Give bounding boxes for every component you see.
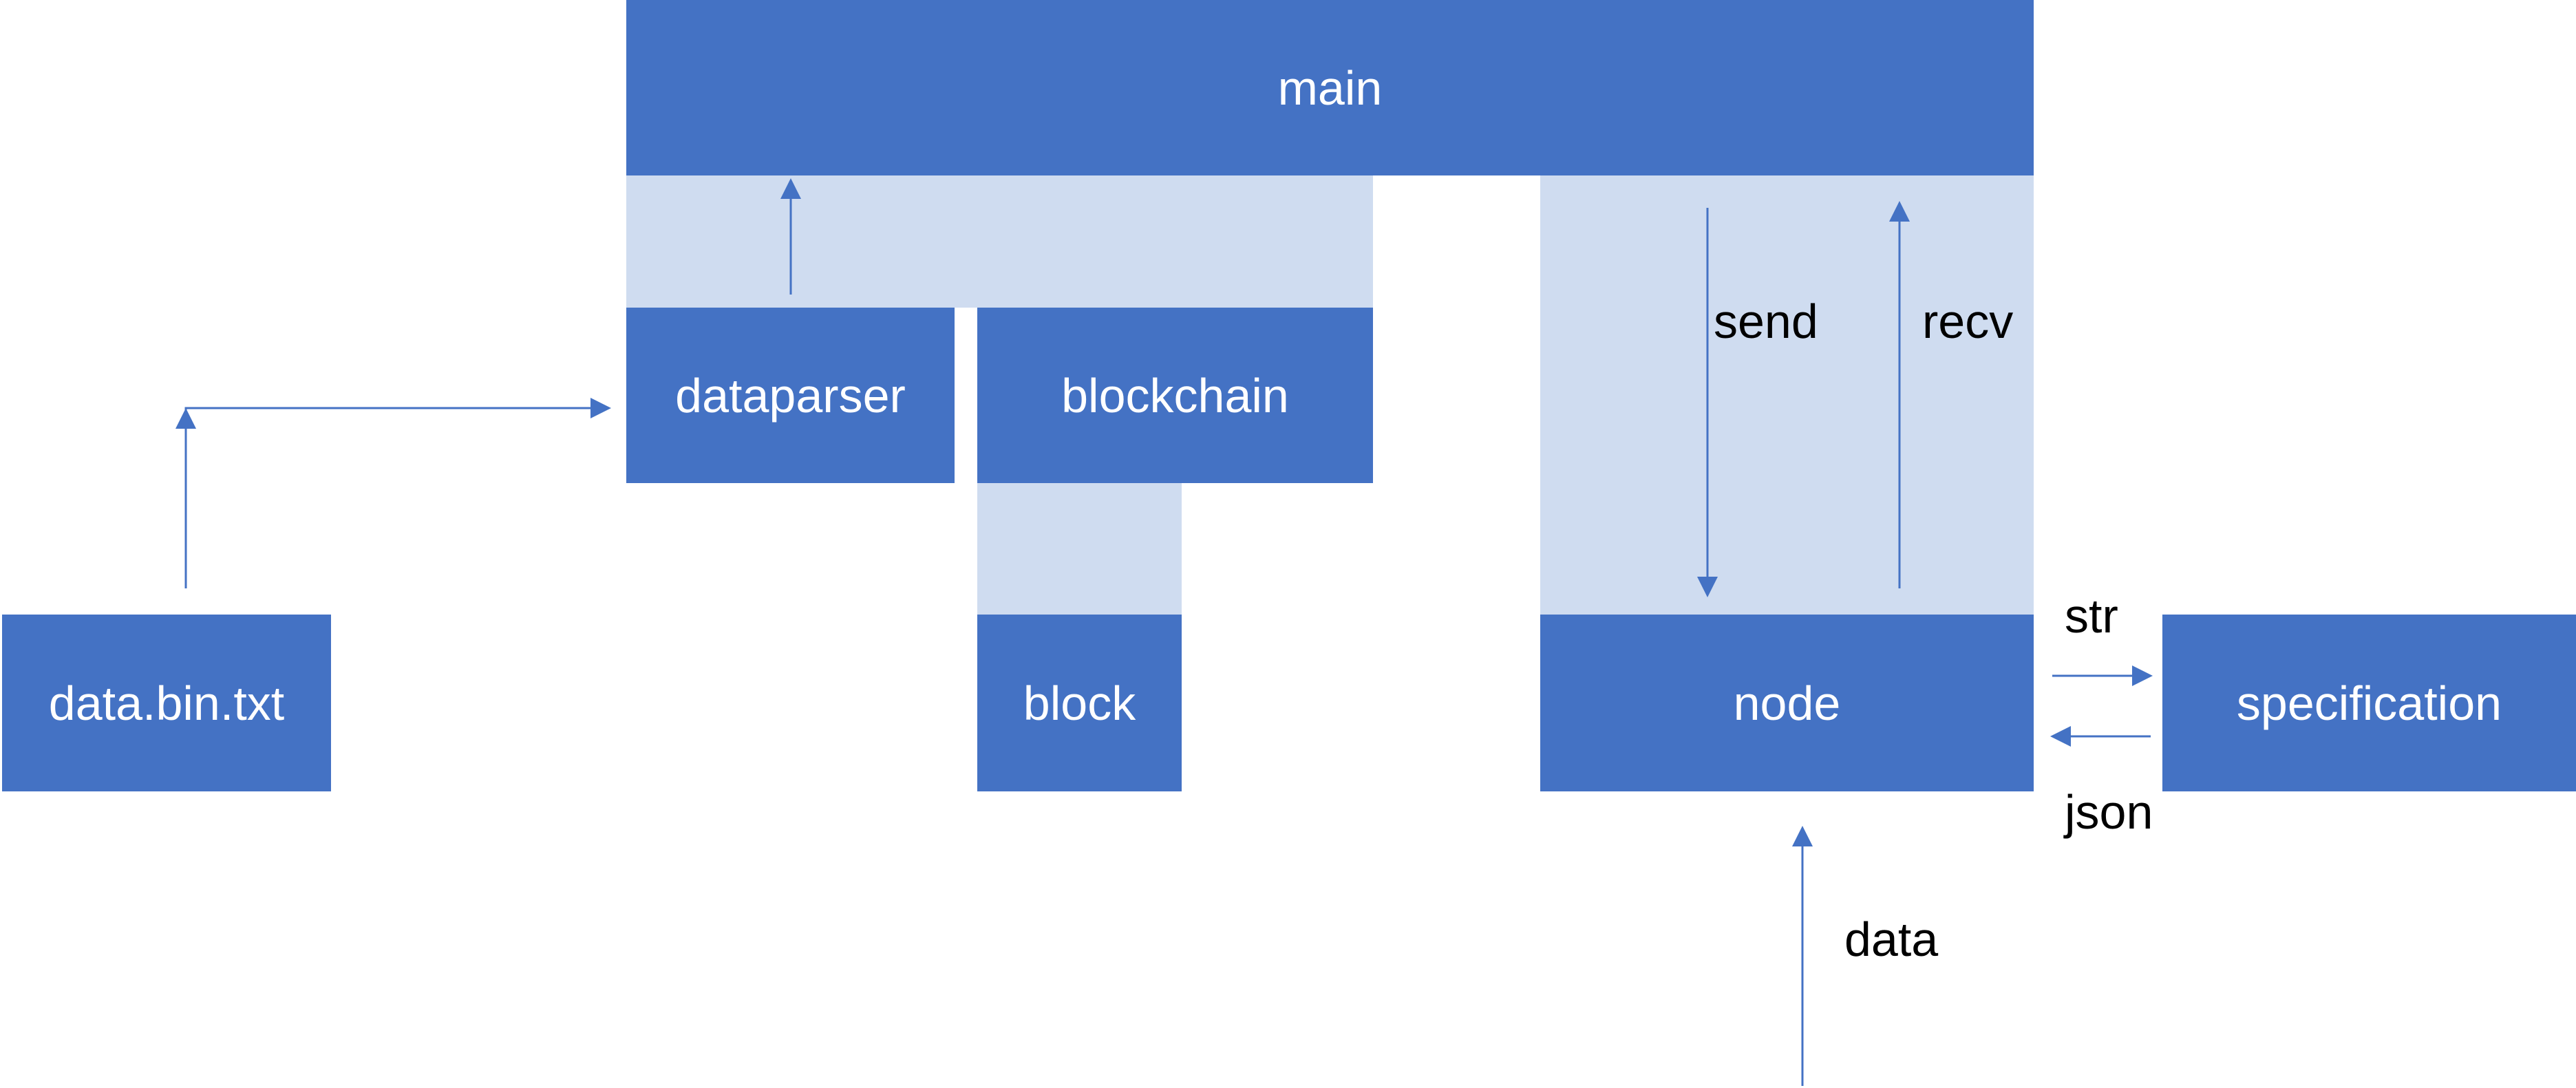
- main-label: main: [1277, 61, 1383, 115]
- send-label: send: [1714, 295, 1818, 348]
- recv-label: recv: [1922, 295, 2014, 348]
- dataparser-box: dataparser: [626, 308, 955, 483]
- data-label: data: [1844, 913, 1939, 966]
- node-label: node: [1733, 676, 1841, 730]
- specification-box: specification: [2162, 615, 2576, 791]
- str-label: str: [2065, 589, 2118, 643]
- main-to-modules-band: [626, 175, 1373, 308]
- blockchain-to-block-band: [977, 482, 1182, 615]
- blockchain-box: blockchain: [977, 308, 1373, 483]
- block-box: block: [977, 615, 1182, 791]
- main-to-node-band: [1540, 175, 2034, 615]
- data-bin-box: data.bin.txt: [2, 615, 331, 791]
- specification-label: specification: [2236, 676, 2502, 730]
- databin-to-dataparser-arrow: [184, 398, 611, 588]
- json-label: json: [2065, 785, 2153, 839]
- main-box: main: [626, 0, 2034, 175]
- block-label: block: [1023, 676, 1136, 730]
- data-bin-label: data.bin.txt: [48, 676, 285, 730]
- dataparser-label: dataparser: [675, 368, 906, 423]
- node-box: node: [1540, 615, 2034, 791]
- blockchain-label: blockchain: [1061, 368, 1289, 423]
